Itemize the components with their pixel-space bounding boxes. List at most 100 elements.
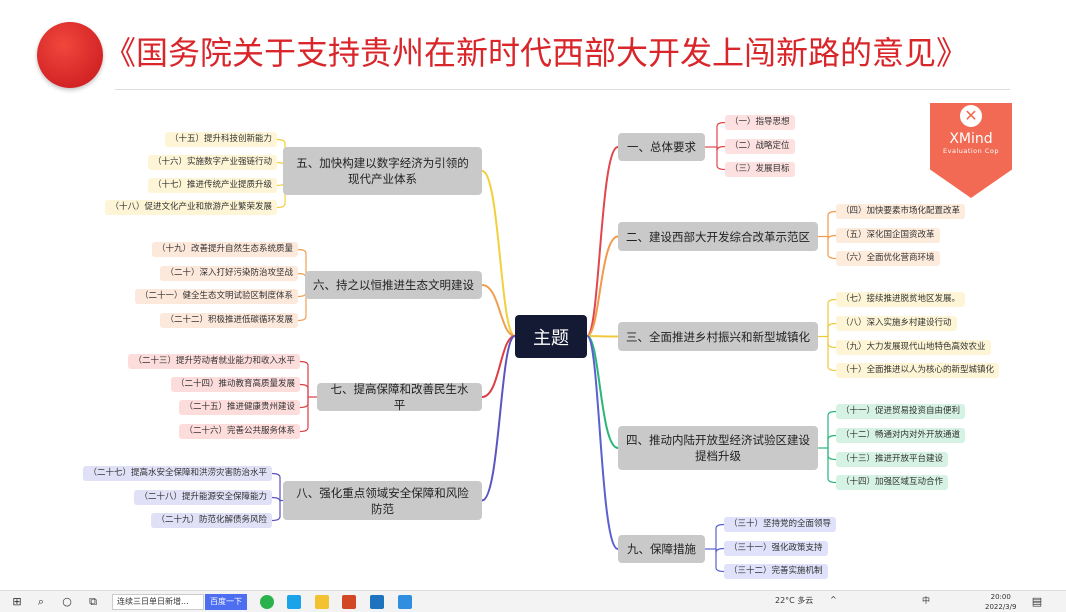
subtopic[interactable]: （九）大力发展现代山地特色高效农业 bbox=[836, 340, 991, 355]
sub-branch-line bbox=[276, 138, 286, 171]
subtopic[interactable]: （二十七）提高水安全保障和洪涝灾害防治水平 bbox=[83, 466, 272, 481]
subtopic[interactable]: （十九）改善提升自然生态系统质量 bbox=[151, 242, 298, 257]
notification-icon[interactable]: ▤ bbox=[1031, 595, 1043, 608]
watermark-brand: XMind bbox=[949, 131, 993, 147]
sub-branch-line bbox=[715, 547, 725, 553]
subtopic[interactable]: （四）加快要素市场化配置改革 bbox=[836, 204, 966, 219]
xmind-logo-icon: ✕ bbox=[960, 105, 982, 127]
subtopic[interactable]: （二）战略定位 bbox=[725, 139, 795, 154]
divider bbox=[115, 89, 1010, 90]
branch-line bbox=[481, 335, 516, 502]
subtopic[interactable]: （二十一）健全生态文明试验区制度体系 bbox=[134, 289, 298, 304]
subtopic[interactable]: （二十六）完善公共服务体系 bbox=[179, 424, 300, 439]
topic-3[interactable]: 三、全面推进乡村振兴和新型城镇化 bbox=[618, 322, 818, 351]
branch-line bbox=[586, 146, 619, 337]
branch-line bbox=[586, 335, 619, 338]
subtopic[interactable]: （二十二）积极推进低碳循环发展 bbox=[160, 313, 298, 328]
subtopic[interactable]: （二十三）提升劳动者就业能力和收入水平 bbox=[128, 354, 300, 369]
subtopic[interactable]: （十八）促进文化产业和旅游产业繁荣发展 bbox=[105, 200, 277, 215]
sub-branch-line bbox=[299, 397, 309, 433]
powerpoint-app-icon[interactable] bbox=[342, 595, 356, 609]
topic-4[interactable]: 四、推动内陆开放型经济试验区建设提档升级 bbox=[618, 426, 818, 470]
subtopic[interactable]: （一）指导思想 bbox=[725, 115, 795, 130]
baidu-search-button[interactable]: 百度一下 bbox=[205, 594, 247, 610]
sub-branch-line bbox=[827, 298, 837, 337]
sub-branch-line bbox=[827, 448, 837, 484]
subtopic[interactable]: （十一）促进贸易投资自由便利 bbox=[836, 404, 966, 419]
subtopic[interactable]: （十五）提升科技创新能力 bbox=[164, 132, 277, 147]
sub-branch-line bbox=[827, 336, 837, 349]
branch-line bbox=[481, 335, 516, 398]
subtopic[interactable]: （三十二）完善实施机制 bbox=[724, 564, 828, 579]
branch-line bbox=[586, 335, 619, 449]
clock-date: 2022/3/9 bbox=[985, 603, 1017, 611]
subtopic[interactable]: （八）深入实施乡村建设行动 bbox=[836, 316, 957, 331]
subtopic[interactable]: （十三）推进开放平台建设 bbox=[836, 452, 949, 467]
task-view-icon[interactable]: ⧉ bbox=[89, 595, 97, 608]
sub-branch-line bbox=[827, 210, 837, 237]
subtopic[interactable]: （七）接续推进脱贫地区发展。 bbox=[836, 292, 966, 307]
weather-widget[interactable]: 22°C 多云 bbox=[775, 596, 814, 605]
sub-branch-line bbox=[716, 121, 726, 147]
app-icon[interactable] bbox=[370, 595, 384, 609]
branch-line bbox=[586, 235, 619, 337]
subtopic[interactable]: （二十四）推动教育高质量发展 bbox=[170, 377, 300, 392]
party-emblem-logo bbox=[37, 22, 103, 88]
sub-branch-line bbox=[297, 248, 307, 285]
taskbar: ⊞ ⌕ ○ ⧉ 连续三日单日新增... 百度一下 22°C 多云 ^ 中 20:… bbox=[0, 590, 1066, 612]
topic-5[interactable]: 五、加快构建以数字经济为引领的现代产业体系 bbox=[283, 147, 482, 195]
subtopic[interactable]: （十六）实施数字产业强链行动 bbox=[147, 155, 277, 170]
subtopic[interactable]: （二十八）提升能源安全保障能力 bbox=[134, 490, 272, 505]
sub-branch-line bbox=[299, 360, 309, 397]
cortana-icon[interactable]: ○ bbox=[62, 595, 72, 608]
clock[interactable]: 20:00 2022/3/9 bbox=[985, 592, 1016, 612]
central-topic[interactable]: 主题 bbox=[515, 315, 587, 358]
taskbar-search-input[interactable]: 连续三日单日新增... bbox=[112, 594, 204, 610]
ime-indicator[interactable]: 中 bbox=[922, 596, 930, 605]
subtopic[interactable]: （二十九）防范化解债务风险 bbox=[151, 513, 272, 528]
subtopic[interactable]: （三十）坚持党的全面领导 bbox=[724, 517, 837, 532]
sub-branch-line bbox=[276, 171, 286, 209]
subtopic[interactable]: （三十一）强化政策支持 bbox=[724, 541, 828, 556]
sub-branch-line bbox=[271, 500, 281, 522]
branch-line bbox=[481, 170, 516, 337]
wechat-app-icon[interactable] bbox=[260, 595, 274, 609]
subtopic[interactable]: （五）深化国企国资改革 bbox=[836, 228, 940, 243]
sub-branch-line bbox=[827, 448, 837, 461]
sub-branch-line bbox=[271, 496, 281, 502]
search-icon[interactable]: ⌕ bbox=[37, 595, 45, 608]
branch-line bbox=[481, 284, 516, 337]
sub-branch-line bbox=[827, 434, 837, 448]
sub-branch-line bbox=[827, 410, 837, 448]
topic-8[interactable]: 八、强化重点领域安全保障和风险防范 bbox=[283, 481, 482, 520]
sub-branch-line bbox=[827, 322, 837, 337]
topic-6[interactable]: 六、持之以恒推进生态文明建设 bbox=[305, 271, 482, 299]
sub-branch-line bbox=[827, 336, 837, 372]
sub-branch-line bbox=[827, 234, 837, 240]
connector-lines bbox=[271, 121, 837, 573]
subtopic[interactable]: （二十）深入打好污染防治攻坚战 bbox=[160, 266, 298, 281]
sub-branch-line bbox=[715, 523, 725, 549]
subtopic[interactable]: （十四）加强区域互动合作 bbox=[836, 475, 949, 490]
sub-branch-line bbox=[716, 145, 726, 151]
subtopic[interactable]: （二十五）推进健康贵州建设 bbox=[179, 400, 300, 415]
branch-line bbox=[586, 335, 619, 550]
media-player-app-icon[interactable] bbox=[287, 595, 301, 609]
topic-7[interactable]: 七、提高保障和改善民生水平 bbox=[317, 382, 482, 412]
clock-time: 20:00 bbox=[990, 593, 1011, 601]
tray-chevron-icon[interactable]: ^ bbox=[830, 595, 837, 604]
topic-1[interactable]: 一、总体要求 bbox=[618, 133, 705, 161]
topic-2[interactable]: 二、建设西部大开发综合改革示范区 bbox=[618, 222, 818, 251]
page-title: 《国务院关于支持贵州在新时代西部大开发上闯新路的意见》 bbox=[104, 34, 969, 72]
file-explorer-app-icon[interactable] bbox=[315, 595, 329, 609]
topic-9[interactable]: 九、保障措施 bbox=[618, 535, 705, 563]
sub-branch-line bbox=[297, 285, 307, 322]
subtopic[interactable]: （十七）推进传统产业提质升级 bbox=[147, 178, 277, 193]
xmind-app-icon[interactable] bbox=[398, 595, 412, 609]
subtopic[interactable]: （三）发展目标 bbox=[725, 162, 795, 177]
subtopic[interactable]: （十）全面推进以人为核心的新型城镇化 bbox=[836, 363, 1000, 378]
subtopic[interactable]: （六）全面优化营商环境 bbox=[836, 251, 940, 266]
windows-start-icon[interactable]: ⊞ bbox=[12, 595, 22, 608]
sub-branch-line bbox=[827, 236, 837, 260]
subtopic[interactable]: （十二）畅通对内对外开放通道 bbox=[836, 428, 966, 443]
